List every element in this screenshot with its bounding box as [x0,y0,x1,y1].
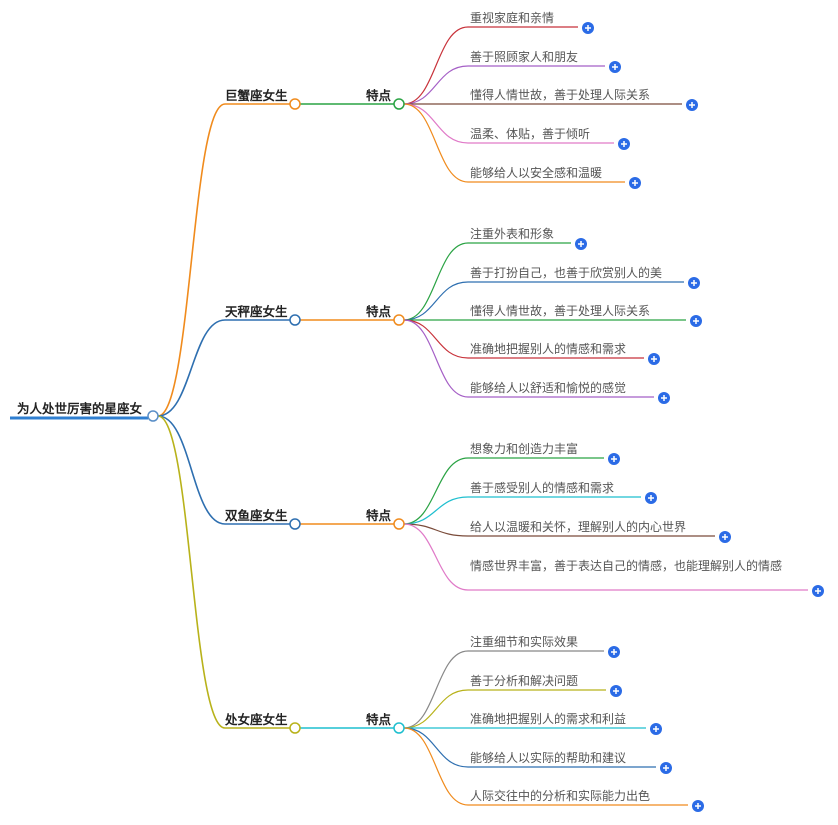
edge-sub-to-leaf-3-4 [403,727,469,806]
expand-0-1-plus-circle-icon[interactable] [609,61,621,73]
leaf-1-2: 懂得人情世故，善于处理人际关系 [470,303,650,318]
root-collapse-toggle[interactable] [147,410,159,422]
expand-3-1-plus-circle-icon[interactable] [610,685,622,697]
edge-sub-to-leaf-3-0 [403,650,469,729]
leaf-2-2: 给人以温暖和关怀，理解别人的内心世界 [470,519,686,534]
leaf-0-1: 善于照顾家人和朋友 [470,49,578,64]
leaf-2-0: 想象力和创造力丰富 [470,441,578,456]
leaf-3-3: 能够给人以实际的帮助和建议 [470,750,626,765]
leaf-1-0: 注重外表和形象 [470,226,554,241]
sub-1-collapse-toggle[interactable] [393,314,405,326]
expand-3-4-plus-circle-icon[interactable] [692,800,704,812]
edge-sub-to-leaf-0-1 [403,65,469,105]
edge-sub-to-leaf-0-3 [403,103,469,144]
branch-2-collapse-toggle[interactable] [289,518,301,530]
expand-2-3-plus-circle-icon[interactable] [812,585,824,597]
leaf-0-2: 懂得人情世故，善于处理人际关系 [470,87,650,102]
edge-root-to-branch-2 [157,415,226,525]
expand-1-2-plus-circle-icon[interactable] [690,315,702,327]
branch-topic-3: 处女座女生 [224,712,288,727]
sub-topic-3: 特点 [366,712,392,727]
sub-2-collapse-toggle[interactable] [393,518,405,530]
edge-sub-to-leaf-0-0 [403,26,469,105]
edge-sub-to-leaf-2-3 [403,523,469,591]
leaf-0-0: 重视家庭和亲情 [470,10,554,25]
root-topic: 为人处世厉害的星座女 [17,401,143,416]
expand-0-4-plus-circle-icon[interactable] [629,177,641,189]
expand-2-1-plus-circle-icon[interactable] [645,492,657,504]
sub-topic-1: 特点 [366,304,392,319]
expand-3-3-plus-circle-icon[interactable] [660,762,672,774]
edge-root-to-branch-1 [157,319,226,417]
branch-topic-2: 双鱼座女生 [224,508,288,523]
leaf-1-3: 准确地把握别人的情感和需求 [470,341,626,356]
expand-1-4-plus-circle-icon[interactable] [658,392,670,404]
expand-3-0-plus-circle-icon[interactable] [608,646,620,658]
expand-1-1-plus-circle-icon[interactable] [688,277,700,289]
expand-0-3-plus-circle-icon[interactable] [618,138,630,150]
expand-2-0-plus-circle-icon[interactable] [608,453,620,465]
expand-2-2-plus-circle-icon[interactable] [719,531,731,543]
leaf-3-2: 准确地把握别人的需求和利益 [470,711,626,726]
leaf-line-1: 情感世界丰富，善于表达自己的情感，也能理解别人的情感 [470,558,782,573]
expand-0-2-plus-circle-icon[interactable] [686,99,698,111]
leaf-2-1: 善于感受别人的情感和需求 [470,480,614,495]
edge-sub-to-leaf-1-4 [403,319,469,398]
leaf-3-4: 人际交往中的分析和实际能力出色 [470,788,650,803]
branch-topic-1: 天秤座女生 [225,304,288,319]
branch-topic-0: 巨蟹座女生 [225,88,288,103]
expand-1-0-plus-circle-icon[interactable] [575,238,587,250]
edge-sub-to-leaf-1-1 [403,281,469,321]
leaf-1-1: 善于打扮自己，也善于欣赏别人的美 [470,265,662,280]
leaf-2-3: 情感世界丰富，善于表达自己的情感，也能理解别人的情感 [470,558,782,573]
expand-0-0-plus-circle-icon[interactable] [582,22,594,34]
branch-1-collapse-toggle[interactable] [289,314,301,326]
sub-topic-2: 特点 [366,508,392,523]
leaf-3-1: 善于分析和解决问题 [470,673,578,688]
mindmap-nodes: 为人处世厉害的星座女巨蟹座女生特点重视家庭和亲情善于照顾家人和朋友懂得人情世故，… [10,10,824,812]
leaf-0-3: 温柔、体贴，善于倾听 [470,126,590,141]
expand-1-3-plus-circle-icon[interactable] [648,353,660,365]
leaf-1-4: 能够给人以舒适和愉悦的感觉 [470,380,626,395]
edge-root-to-branch-3 [157,415,226,729]
sub-0-collapse-toggle[interactable] [393,98,405,110]
edge-sub-to-leaf-1-3 [403,319,469,359]
edge-sub-to-leaf-3-1 [403,689,469,729]
branch-3-collapse-toggle[interactable] [289,722,301,734]
edge-sub-to-leaf-0-4 [403,103,469,183]
edge-root-to-branch-0 [157,103,226,417]
edge-sub-to-leaf-2-2 [403,523,469,537]
edge-sub-to-leaf-2-1 [403,496,469,525]
edge-sub-to-leaf-3-3 [403,727,469,768]
edge-sub-to-leaf-2-0 [403,457,469,525]
edge-sub-to-leaf-1-0 [403,242,469,321]
leaf-3-0: 注重细节和实际效果 [470,634,578,649]
connector-lines [157,26,808,806]
branch-0-collapse-toggle[interactable] [289,98,301,110]
leaf-0-4: 能够给人以安全感和温暖 [470,165,602,180]
expand-3-2-plus-circle-icon[interactable] [650,723,662,735]
sub-3-collapse-toggle[interactable] [393,722,405,734]
sub-topic-0: 特点 [366,88,392,103]
